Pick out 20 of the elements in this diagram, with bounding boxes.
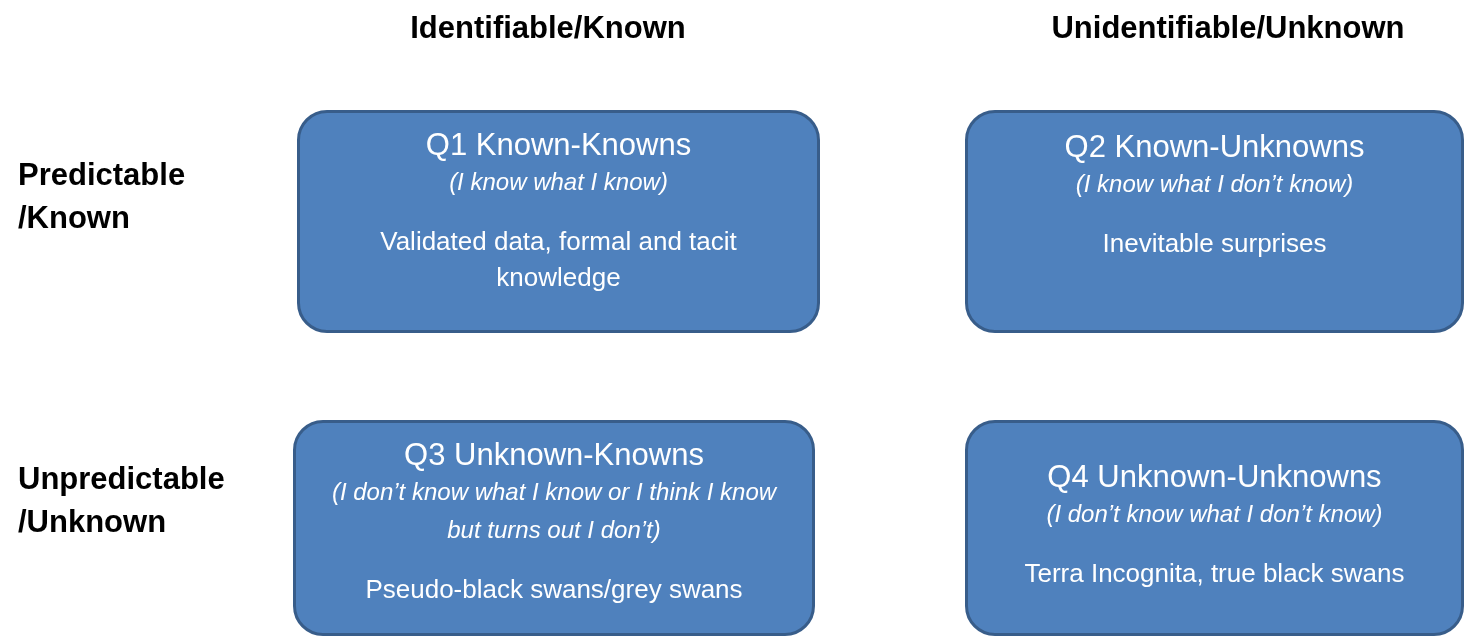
- quadrant-box: [965, 420, 1464, 636]
- row-header: Predictable /Known: [18, 156, 187, 237]
- quadrant-description: Inevitable surprises: [1102, 227, 1327, 260]
- quadrant-title: Q1 Known-Knowns: [425, 127, 692, 163]
- quadrant-subtitle: (I don’t know what I don’t know): [1046, 499, 1383, 529]
- quadrant-title: Q4 Unknown-Unknowns: [1047, 459, 1382, 495]
- quadrant-description: Pseudo-black swans/grey swans: [365, 573, 743, 606]
- quadrant-box: [293, 420, 815, 636]
- column-header: Identifiable/Known: [410, 9, 686, 47]
- quadrant-subtitle: (I know what I don’t know): [1075, 169, 1354, 199]
- quadrant-subtitle: (I don’t know what I know or I think I know but turns out I don’t): [330, 477, 778, 545]
- quadrant-description: Validated data, formal and tacit knowledge: [379, 225, 738, 294]
- quadrant-subtitle: (I know what I know): [449, 167, 668, 197]
- quadrant-description: Terra Incognita, true black swans: [1024, 557, 1405, 590]
- row-header: Unpredictable /Unknown: [18, 460, 226, 541]
- quadrant-box: [965, 110, 1464, 333]
- column-header: Unidentifiable/Unknown: [1051, 9, 1405, 47]
- quadrant-title: Q2 Known-Unknowns: [1064, 129, 1365, 165]
- quadrant-box: [297, 110, 820, 333]
- quadrant-title: Q3 Unknown-Knowns: [404, 437, 704, 473]
